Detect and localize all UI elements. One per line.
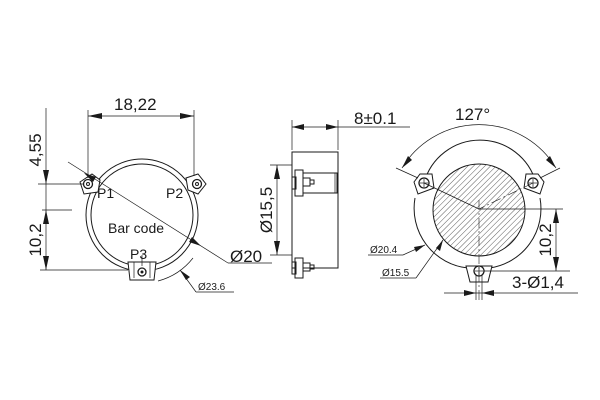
rear-lug-left xyxy=(413,173,435,195)
pin-p2-lug xyxy=(185,173,207,195)
rear-lug-right xyxy=(523,173,545,195)
inner-diameter-dim-text: Ø15.5 xyxy=(382,268,410,279)
rear-height-dim-text: 10,2 xyxy=(536,223,555,256)
side-view: 8±0.1 Ø15,5 xyxy=(257,109,410,279)
angle-ext-right xyxy=(539,167,561,179)
lower-height-dim-text: 10,2 xyxy=(26,223,45,256)
pin-p3-label: P3 xyxy=(130,246,147,262)
rear-ring-right xyxy=(489,197,542,269)
center-line-left xyxy=(423,182,480,210)
pin-p2-label: P2 xyxy=(166,185,183,201)
front-view: P1 P2 P3 Bar code 18,22 4,55 10,2 Ø20 Ø2… xyxy=(26,95,272,293)
angle-ext-left xyxy=(395,167,419,179)
angle-arc xyxy=(401,124,557,169)
bar-code-label: Bar code xyxy=(108,220,164,236)
outer-diameter-dim-text: Ø20 xyxy=(230,247,262,266)
rear-ring-left xyxy=(413,197,469,269)
rear-view: 127° 10,2 3-Ø1,4 Ø20.4 Ø15.5 xyxy=(368,105,578,300)
pin-p1-label: P1 xyxy=(97,185,114,201)
rear-ring-top xyxy=(423,139,537,184)
center-line-right xyxy=(478,182,534,210)
inner-diameter-dim-text: Ø15,5 xyxy=(257,187,276,233)
ring-diameter-arc xyxy=(157,257,194,282)
upper-height-dim-text: 4,55 xyxy=(26,133,45,166)
ring-diameter-dim-text: Ø23.6 xyxy=(198,282,226,293)
width-dim-text: 18,22 xyxy=(114,95,157,114)
pin-p3-lug xyxy=(127,255,157,281)
ring-diameter-dim-text: Ø20.4 xyxy=(370,245,398,256)
hole-dim-text: 3-Ø1,4 xyxy=(512,273,564,292)
angle-dim-text: 127° xyxy=(455,105,490,124)
side-body xyxy=(291,151,339,269)
thickness-dim-text: 8±0.1 xyxy=(354,109,396,128)
